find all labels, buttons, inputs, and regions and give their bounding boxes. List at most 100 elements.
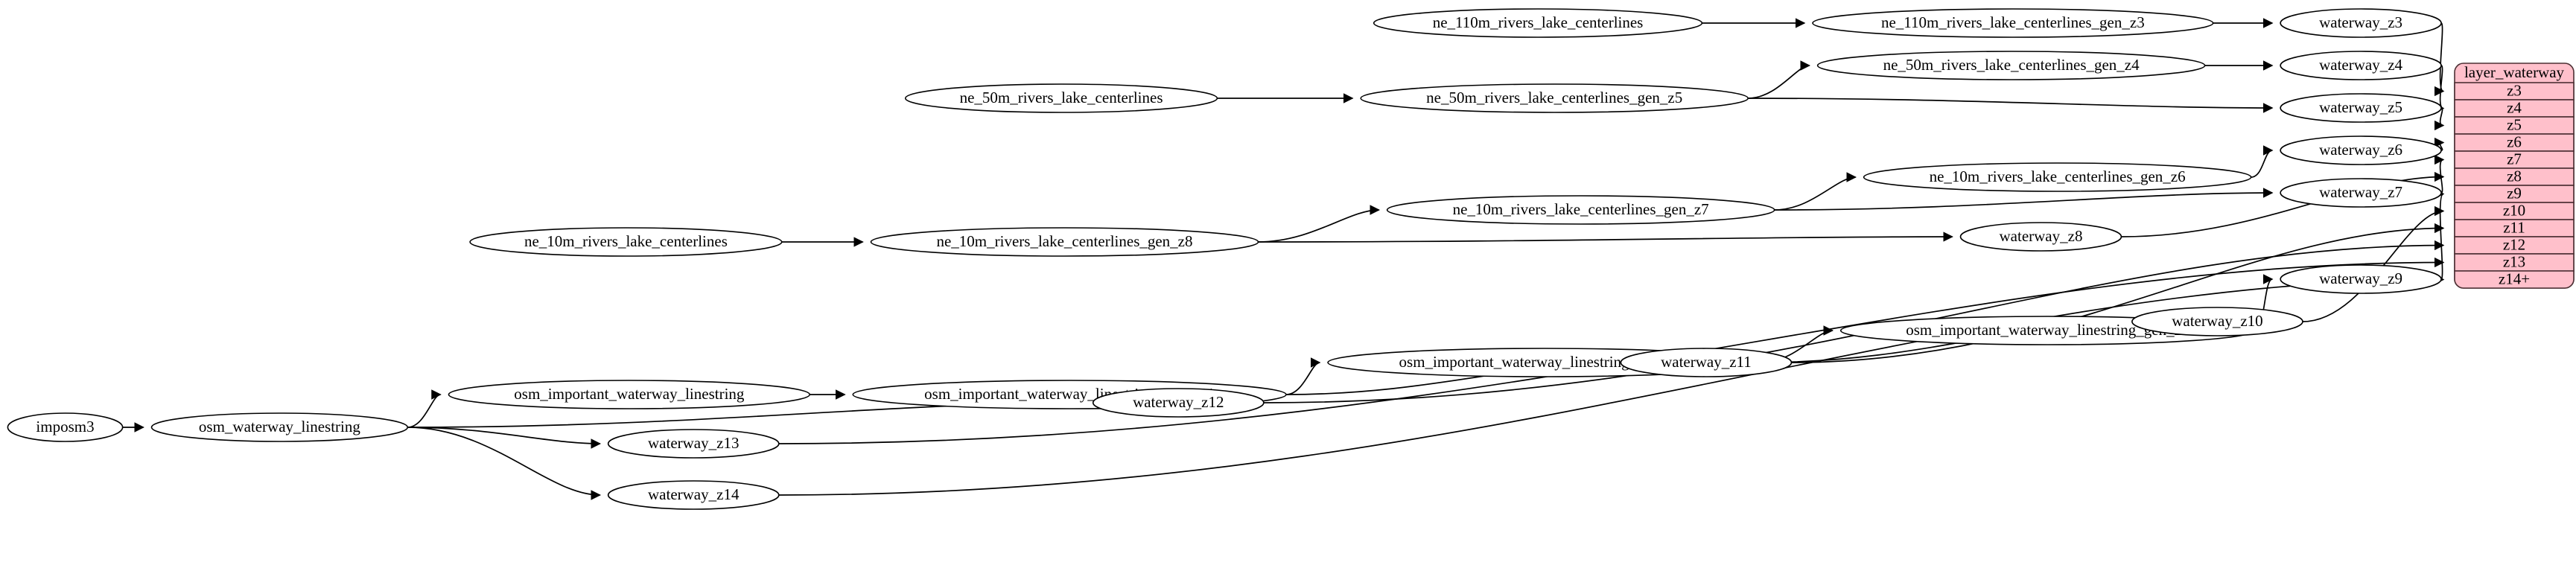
node-waterway_z6[interactable]: waterway_z6 [2280,135,2442,165]
node-waterway_z12[interactable]: waterway_z12 [1092,388,1265,418]
node-ellipse[interactable] [2280,264,2442,294]
node-waterway_z9[interactable]: waterway_z9 [2280,264,2442,294]
node-ellipse[interactable] [1959,222,2122,252]
node-osm_important_waterway_linestring[interactable]: osm_important_waterway_linestring [448,380,811,409]
node-ellipse[interactable] [2280,178,2442,208]
layer-table-cell-label: z8 [2507,167,2522,185]
node-label: ne_10m_rivers_lake_centerlines_gen_z6 [1930,167,2186,185]
layer-table-cell-label: z6 [2507,133,2522,150]
node-label: waterway_z12 [1133,393,1224,411]
edge-osm_waterway_linestring-to-osm_important_waterway_linestring [407,389,442,428]
node-label: waterway_z14 [648,485,740,503]
node-label: osm_important_waterway_linestring [514,385,745,403]
node-ellipse[interactable] [469,227,783,257]
edge-osm_waterway_linestring-to-waterway_z14 [407,427,602,500]
layer-table-header: layer_waterway [2464,63,2565,81]
node-ellipse[interactable] [1816,51,2206,80]
node-ellipse[interactable] [1620,348,1793,377]
node-waterway_z11[interactable]: waterway_z11 [1620,348,1793,377]
node-label: waterway_z7 [2319,183,2402,201]
node-label: osm_waterway_linestring [199,418,360,435]
node-waterway_z7[interactable]: waterway_z7 [2280,178,2442,208]
node-ellipse[interactable] [1812,8,2214,38]
edge-waterway_z8-to-layer_waterway-z8 [2121,171,2445,237]
node-ellipse[interactable] [448,380,811,409]
layer-table-cell-label: z9 [2507,184,2522,202]
layer-table-cell-label: z7 [2507,150,2522,167]
node-label: waterway_z9 [2319,269,2402,287]
node-label: ne_110m_rivers_lake_centerlines [1433,13,1644,31]
node-ellipse[interactable] [870,227,1259,257]
node-ellipse[interactable] [2280,8,2442,38]
edge-layer [122,18,2445,500]
node-ellipse[interactable] [1360,83,1749,113]
node-ne_50m_rivers_lake_centerlines[interactable]: ne_50m_rivers_lake_centerlines [904,83,1218,113]
node-label: imposm3 [36,418,94,435]
node-ellipse[interactable] [1863,162,2252,192]
node-label: ne_10m_rivers_lake_centerlines_gen_z8 [936,232,1192,250]
node-waterway_z14[interactable]: waterway_z14 [607,480,780,510]
layer-table-cell-label: z13 [2503,252,2525,270]
node-waterway_z8[interactable]: waterway_z8 [1959,222,2122,252]
edge-ne_10m_rivers_lake_centerlines_gen_z8-to-ne_10m_rivers_lake_centerlines_gen_z7 [1258,205,1380,243]
edge-waterway_z9-to-layer_waterway-z9 [2434,188,2445,280]
edge-ne_50m_rivers_lake_centerlines_gen_z5-to-waterway_z5 [1748,98,2274,113]
edge-ne_50m_rivers_lake_centerlines_gen_z5-to-ne_50m_rivers_lake_centerlines_gen_z4 [1748,60,1810,99]
node-osm_waterway_linestring[interactable]: osm_waterway_linestring [150,412,409,442]
edge-ne_10m_rivers_lake_centerlines_gen_z7-to-ne_10m_rivers_lake_centerlines_gen_z6 [1774,172,1857,211]
node-imposm3[interactable]: imposm3 [7,412,124,442]
node-ellipse[interactable] [607,429,780,459]
node-label: ne_50m_rivers_lake_centerlines [960,89,1163,106]
node-ne_10m_rivers_lake_centerlines_gen_z8[interactable]: ne_10m_rivers_lake_centerlines_gen_z8 [870,227,1259,257]
node-label: waterway_z8 [2000,227,2083,245]
node-ne_10m_rivers_lake_centerlines_gen_z6[interactable]: ne_10m_rivers_lake_centerlines_gen_z6 [1863,162,2252,192]
node-label: waterway_z13 [648,434,739,452]
node-label: ne_10m_rivers_lake_centerlines_gen_z7 [1453,200,1709,218]
node-ellipse[interactable] [607,480,780,510]
node-label: waterway_z10 [2172,312,2262,330]
edge-waterway_z11-to-layer_waterway-z11 [1791,223,2445,363]
node-ellipse[interactable] [1092,388,1265,418]
node-label: waterway_z3 [2319,13,2402,31]
node-ellipse[interactable] [2280,51,2442,80]
edge-waterway_z6-to-layer_waterway-z6 [2434,137,2445,151]
node-ellipse[interactable] [150,412,409,442]
node-waterway_z3[interactable]: waterway_z3 [2280,8,2442,38]
node-ellipse[interactable] [7,412,124,442]
edge-osm_waterway_linestring-to-waterway_z13 [407,427,602,449]
edge-waterway_z14-to-layer_waterway-z14plus [778,274,2445,496]
node-ellipse[interactable] [1373,8,1703,38]
edge-waterway_z5-to-layer_waterway-z5 [2434,107,2445,131]
layer-table-cell-label: z10 [2503,201,2525,219]
node-ne_50m_rivers_lake_centerlines_gen_z5[interactable]: ne_50m_rivers_lake_centerlines_gen_z5 [1360,83,1749,113]
layer-table-cell-label: z4 [2507,98,2522,116]
node-waterway_z13[interactable]: waterway_z13 [607,429,780,459]
edge-ne_10m_rivers_lake_centerlines_gen_z7-to-waterway_z7 [1774,188,2274,211]
node-ne_110m_rivers_lake_centerlines_gen_z3[interactable]: ne_110m_rivers_lake_centerlines_gen_z3 [1812,8,2214,38]
node-ellipse[interactable] [2131,307,2303,336]
edge-osm_important_waterway_linestring_gen_z11-to-osm_important_waterway_linestring_gen_z10 [1285,357,1321,395]
edge-waterway_z3-to-layer_waterway-z3 [2434,22,2445,97]
layer-table-cell-label: z5 [2507,115,2522,133]
layer-table-cell-label: z3 [2507,81,2522,99]
layer-table-row-z14plus[interactable] [2454,270,2575,289]
node-ellipse[interactable] [904,83,1218,113]
node-label: ne_50m_rivers_lake_centerlines_gen_z5 [1426,89,1682,106]
node-waterway_z5[interactable]: waterway_z5 [2280,93,2442,123]
node-label: ne_10m_rivers_lake_centerlines [524,232,728,250]
layer-table-cell-label: z14+ [2499,269,2530,287]
layer-table-cell-label: z12 [2503,235,2525,253]
node-ne_10m_rivers_lake_centerlines_gen_z7[interactable]: ne_10m_rivers_lake_centerlines_gen_z7 [1386,195,1775,225]
layer-waterway-table: layer_waterwayz3z4z5z6z7z8z9z10z11z12z13… [2454,63,2575,289]
node-ellipse[interactable] [1386,195,1775,225]
node-ellipse[interactable] [2280,93,2442,123]
edge-ne_10m_rivers_lake_centerlines_gen_z6-to-waterway_z6 [2251,145,2274,178]
node-waterway_z10[interactable]: waterway_z10 [2131,307,2303,336]
node-ellipse[interactable] [2280,135,2442,165]
node-waterway_z4[interactable]: waterway_z4 [2280,51,2442,80]
node-layer: imposm3 osm_waterway_linestring osm_import… [7,8,2442,510]
node-ne_10m_rivers_lake_centerlines[interactable]: ne_10m_rivers_lake_centerlines [469,227,783,257]
node-ne_110m_rivers_lake_centerlines[interactable]: ne_110m_rivers_lake_centerlines [1373,8,1703,38]
node-ne_50m_rivers_lake_centerlines_gen_z4[interactable]: ne_50m_rivers_lake_centerlines_gen_z4 [1816,51,2206,80]
